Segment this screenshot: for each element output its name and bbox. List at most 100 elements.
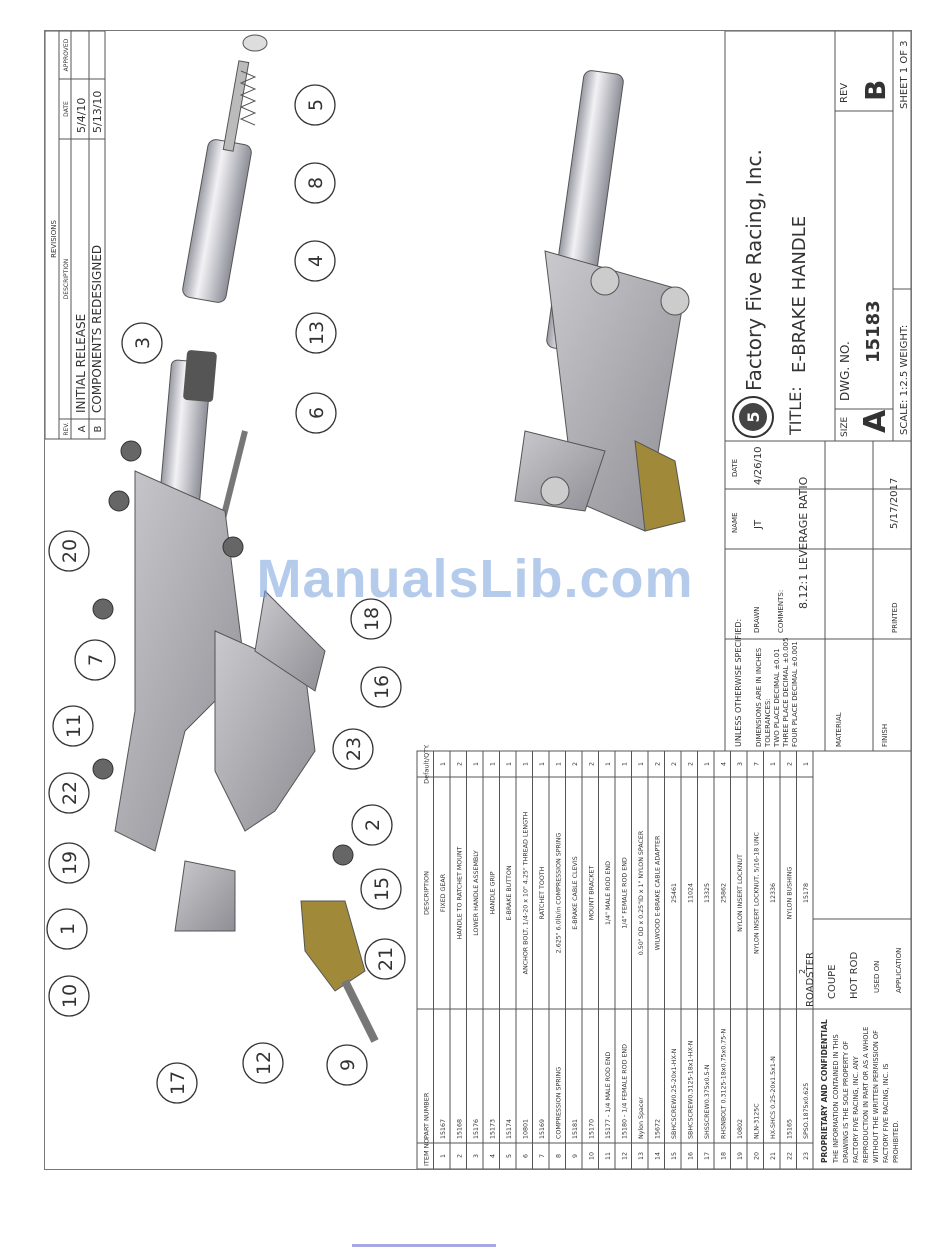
bom-cell: MOUNT BRACKET — [589, 866, 596, 921]
finish-label: FINISH — [881, 724, 889, 747]
balloon-number: 16 — [371, 675, 393, 699]
balloon-number: 23 — [343, 737, 365, 761]
bom-cell: 15169 — [539, 1119, 546, 1139]
bom-cell: 1/4" MALE ROD END — [605, 861, 612, 925]
balloon-number: 4 — [305, 255, 327, 267]
bom-cell: 0.50" OD x 0.25"ID x 1" NYLON SPACER — [638, 830, 645, 955]
balloon-number: 2 — [362, 819, 384, 831]
bom-cell: 6 — [523, 1154, 530, 1158]
dwg-no-value: 15183 — [863, 300, 884, 363]
bom-cell: 2 — [572, 762, 579, 766]
balloon-8: 8 — [294, 162, 336, 204]
bom-col-header: ITEM NO. — [423, 1137, 431, 1166]
bom-cell: 15173 — [490, 1119, 497, 1139]
bom-cell: 15180 - 1/4 FEMALE ROD END — [622, 1044, 629, 1139]
bom-cell: 15 — [671, 1152, 678, 1160]
bill-of-materials-table: ITEM NO.PART NUMBERDESCRIPTIONDefault/QT… — [416, 744, 814, 1169]
bom-cell: 15165 — [787, 1119, 794, 1139]
revision-table: REVISIONS REV. DESCRIPTION DATE APPROVED… — [45, 31, 106, 440]
rev-label: REV — [839, 83, 850, 103]
bom-cell: ANCHOR BOLT, 1/4-20 x 10" 4.25" THREAD L… — [523, 811, 530, 974]
balloon-17: 17 — [156, 1062, 198, 1104]
bom-cell: RHSNBOLT 0.3125-18x0.75x0.75-N — [721, 1028, 728, 1139]
balloon-5: 5 — [294, 84, 336, 126]
bom-cell: 2 — [589, 762, 596, 766]
desc-col-header: DESCRIPTION — [63, 259, 70, 300]
proprietary-title: PROPRIETARY AND CONFIDENTIAL — [820, 1019, 829, 1163]
balloon-number: 11 — [63, 714, 85, 738]
balloon-12: 12 — [242, 1042, 284, 1084]
assembled-view — [514, 70, 690, 532]
balloon-number: 6 — [306, 407, 328, 419]
bom-cell: 1 — [440, 1154, 447, 1158]
rev-b: B — [93, 425, 104, 432]
application-label: APPLICATION — [895, 948, 903, 993]
manualslib-watermark: ManualsLib.com — [256, 549, 694, 609]
rev-a-desc: INITIAL RELEASE — [74, 314, 88, 413]
proprietary-notice: PROPRIETARY AND CONFIDENTIAL THE INFORMA… — [798, 750, 911, 1169]
bom-cell: 4 — [490, 1154, 497, 1158]
next-assy-coupe: COUPE — [827, 964, 838, 999]
date-col-header: DATE — [63, 101, 70, 117]
balloon-number: 19 — [59, 851, 81, 875]
bom-cell: 15176 — [473, 1119, 480, 1139]
bom-cell: 7 — [539, 1154, 546, 1158]
proprietary-line: FACTORY FIVE RACING, INC. ANY — [852, 1055, 860, 1163]
bom-cell: COMPRESSION SPRING — [556, 1067, 563, 1139]
balloon-20: 20 — [48, 530, 90, 572]
balloon-9: 9 — [326, 1044, 368, 1086]
bom-cell: 2 — [787, 762, 794, 766]
bom-cell: HANDLE GRIP — [490, 871, 497, 914]
bom-cell: 5 — [506, 1154, 513, 1158]
bom-cell: 15181 — [572, 1119, 579, 1139]
proprietary-line: PROHIBITED. — [892, 1121, 900, 1164]
bom-cell: 2 — [671, 762, 678, 766]
proprietary-line: WITHOUT THE WRITTEN PERMISSION OF — [872, 1030, 880, 1163]
tolerance-line: TOLERANCES: — [764, 698, 772, 748]
balloon-21: 21 — [364, 938, 406, 980]
bom-col-header: PART NUMBER — [423, 1092, 431, 1139]
bom-cell: 11024 — [688, 883, 695, 903]
bom-cell: 21 — [770, 1152, 777, 1160]
comments-label: COMMENTS: — [777, 590, 785, 633]
proprietary-line: FACTORY FIVE RACING, INC. IS — [882, 1064, 890, 1164]
bom-cell: 10 — [589, 1152, 596, 1160]
printed-date: 5/17/2017 — [889, 478, 900, 529]
balloon-number: 1 — [57, 923, 79, 935]
proprietary-line: REPRODUCTION IN PART OR AS A WHOLE — [862, 1027, 870, 1163]
company-name: Factory Five Racing, Inc. — [742, 149, 766, 391]
balloon-number: 12 — [253, 1051, 275, 1075]
bom-cell: 14 — [655, 1152, 662, 1160]
bom-cell: 1 — [803, 762, 810, 766]
bom-cell: 1 — [473, 762, 480, 766]
balloon-number: 9 — [337, 1059, 359, 1071]
rev-b-desc: COMPONENTS REDESIGNED — [90, 245, 104, 413]
bom-cell: NLN-3125C — [754, 1103, 761, 1139]
bom-cell: 1 — [638, 762, 645, 766]
balloon-4: 4 — [294, 240, 336, 282]
bom-cell: SPSO.1875x0.625 — [803, 1083, 810, 1139]
bom-cell: NYLON INSERT LOCKNUT, 5/16-18 UNC — [754, 831, 761, 953]
size-label: SIZE — [840, 416, 850, 437]
bom-cell: 2 — [457, 762, 464, 766]
bom-cell: SBHCSCREW0.3125-18x1-HX-N — [688, 1040, 695, 1139]
bom-cell: 7 — [754, 762, 761, 766]
bom-cell: 1 — [539, 762, 546, 766]
bom-col-header: DESCRIPTION — [423, 871, 431, 915]
bom-cell: 15178 — [803, 883, 810, 903]
rev-b-date: 5/13/10 — [91, 91, 104, 133]
mount-bracket-part — [174, 860, 236, 932]
bom-cell: 15177 - 1/4 MALE ROD END — [605, 1051, 612, 1139]
unless-specified: UNLESS OTHERWISE SPECIFIED: — [734, 619, 743, 747]
sheet-number: SHEET 1 OF 3 — [899, 41, 910, 110]
balloon-number: 10 — [59, 984, 81, 1008]
bom-cell: 1 — [440, 762, 447, 766]
bom-cell: 23 — [803, 1152, 810, 1160]
bom-cell: 25862 — [721, 883, 728, 903]
proprietary-line: DRAWING IS THE SOLE PROPERTY OF — [842, 1041, 850, 1163]
bom-cell: 4 — [721, 762, 728, 766]
bom-cell: 1 — [556, 762, 563, 766]
